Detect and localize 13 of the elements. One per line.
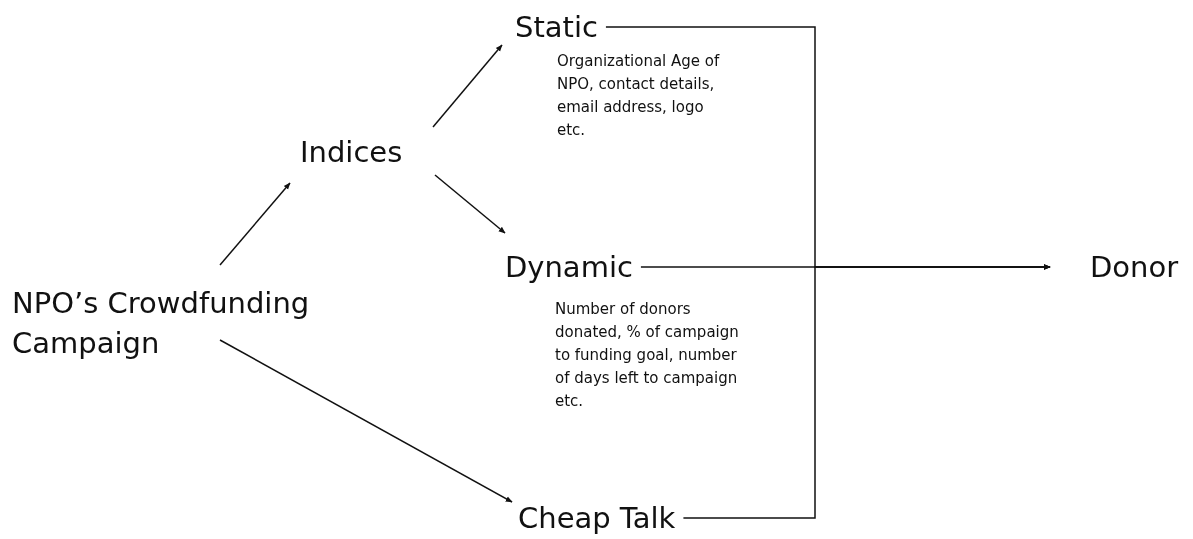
arrow [434,174,506,234]
arrow [219,182,291,266]
description-text: Organizational Age of NPO, contact details, email address, logo etc. [557,51,721,141]
node-label: NPO’s Crowdfunding Campaign [12,283,372,363]
node-label: Indices [300,132,403,172]
arrow [682,264,1051,519]
node-label: Donor [1090,247,1179,287]
node-label: Cheap Talk [518,498,676,538]
node-label: Static [515,7,598,47]
arrow [432,44,503,128]
arrow [219,339,513,503]
node-label: Dynamic [505,247,633,287]
description-text: Number of donors donated, % of campaign to funding goal, number of days left to campaign etc. [555,299,740,412]
